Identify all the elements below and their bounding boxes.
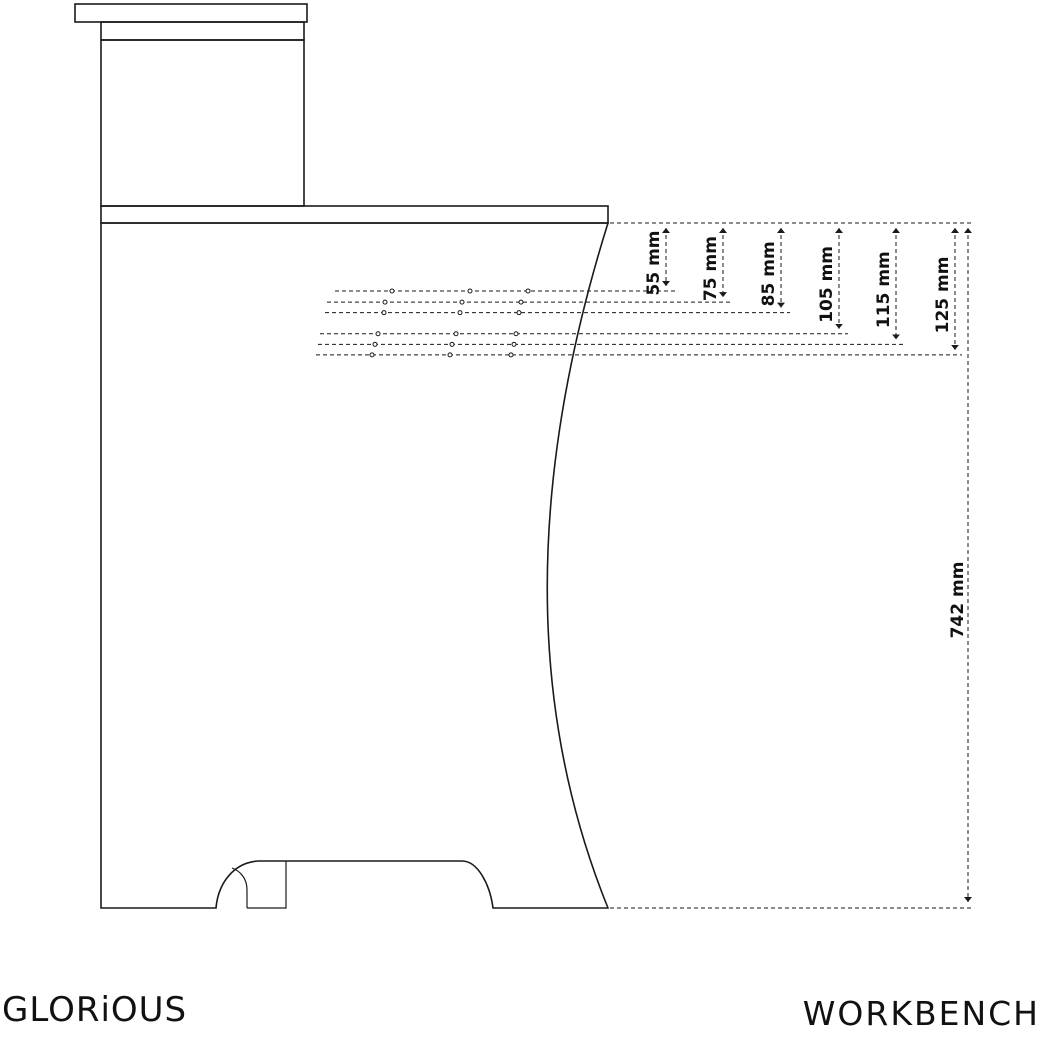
mount-hole (447, 352, 453, 358)
mount-hole (375, 331, 381, 337)
offset-label-85: 85 mm (759, 241, 779, 306)
mount-hole (508, 352, 514, 358)
mount-hole (457, 310, 463, 316)
offset-label-55: 55 mm (644, 231, 664, 296)
desktop-surface (100, 205, 609, 224)
mount-hole (467, 288, 473, 294)
brand-logo: GLORiOUS (2, 990, 188, 1030)
mount-hole (381, 310, 387, 316)
foot-cutout-divider (247, 861, 287, 909)
offset-label-105: 105 mm (817, 246, 837, 323)
upper-shelf-band (100, 21, 305, 41)
mount-hole (453, 331, 459, 337)
dimension-lines: 55 mm 75 mm 85 mm 105 mm 115 mm 125 mm (644, 228, 959, 350)
upper-shelf (74, 3, 308, 207)
mount-hole (525, 288, 531, 294)
mount-hole (382, 299, 388, 305)
mount-hole (389, 288, 395, 294)
offset-label-115: 115 mm (874, 251, 894, 328)
mount-hole (513, 331, 519, 337)
mount-hole (449, 341, 455, 347)
foot-cutout-detail (231, 867, 248, 908)
mount-hole (459, 299, 465, 305)
offset-label-125: 125 mm (933, 257, 953, 334)
hole-rows (316, 288, 962, 358)
leg-panel (100, 222, 610, 909)
offset-label-75: 75 mm (701, 236, 721, 301)
mount-hole (518, 299, 524, 305)
mount-hole (516, 310, 522, 316)
height-dimension-label: 742 mm (948, 562, 968, 639)
mount-hole (372, 341, 378, 347)
mount-hole (511, 341, 517, 347)
mount-hole (369, 352, 375, 358)
upper-shelf-top (74, 3, 308, 23)
product-name: WORKBENCH (802, 994, 1040, 1033)
upper-shelf-body (100, 39, 305, 207)
